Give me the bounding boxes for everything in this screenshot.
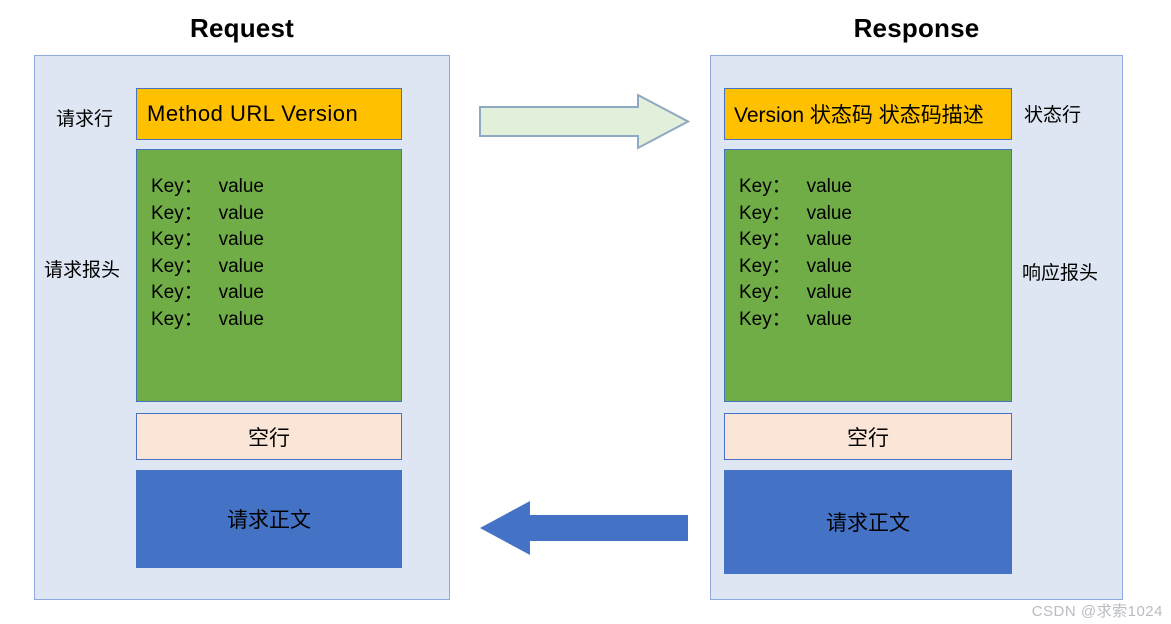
request-arrow-right-icon bbox=[479, 93, 690, 150]
header-row: Key： value bbox=[151, 229, 264, 250]
response-body-box: 请求正文 bbox=[724, 470, 1012, 574]
request-blank-line-box: 空行 bbox=[136, 413, 402, 460]
request-headers-label: 请求报头 bbox=[44, 260, 121, 281]
response-status-line-box: Version 状态码 状态码描述 bbox=[724, 88, 1012, 140]
header-row: Key： value bbox=[151, 255, 264, 277]
response-blank-line-box: 空行 bbox=[724, 413, 1012, 460]
request-line-label: 请求行 bbox=[56, 109, 114, 130]
status-line-label: 状态行 bbox=[1024, 105, 1082, 126]
header-row: Key： value bbox=[739, 255, 852, 277]
page-title-response: Response bbox=[853, 13, 980, 43]
header-row: Key： value bbox=[151, 176, 264, 197]
header-row: Key： value bbox=[151, 308, 264, 330]
header-row: Key： value bbox=[151, 282, 264, 303]
header-row: Key： value bbox=[739, 229, 852, 250]
request-headers-box: Key： value Key： value Key： value Key： va… bbox=[136, 149, 402, 402]
response-arrow-left-icon bbox=[480, 501, 688, 555]
response-headers-box: Key： value Key： value Key： value Key： va… bbox=[724, 149, 1012, 402]
request-start-line-box: Method URL Version bbox=[136, 88, 402, 140]
header-row: Key： value bbox=[739, 308, 852, 330]
request-body-box: 请求正文 bbox=[136, 470, 402, 568]
page-title-request: Request bbox=[190, 13, 294, 43]
header-row: Key： value bbox=[739, 202, 852, 224]
watermark: CSDN @求索1024 bbox=[1031, 603, 1163, 620]
header-row: Key： value bbox=[151, 202, 264, 224]
header-row: Key： value bbox=[739, 282, 852, 303]
header-row: Key： value bbox=[739, 176, 852, 197]
response-headers-label: 响应报头 bbox=[1022, 263, 1099, 284]
